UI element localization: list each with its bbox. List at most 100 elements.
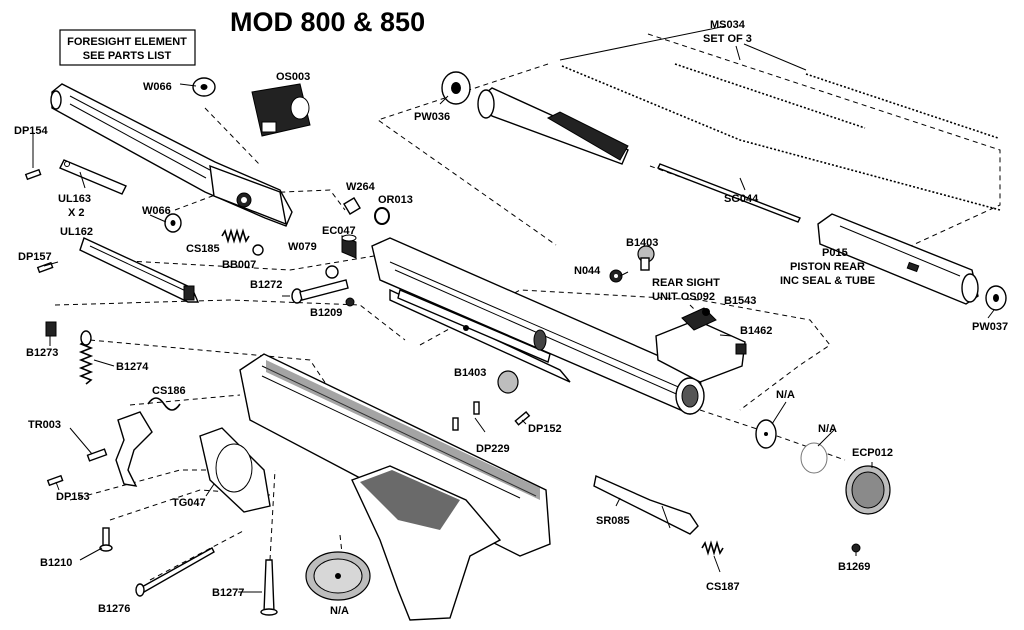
label-b1273: B1273 xyxy=(26,347,58,359)
screw-b1269 xyxy=(851,543,861,553)
label-b1272: B1272 xyxy=(250,279,282,291)
spring-cs186 xyxy=(147,397,181,411)
label-n044: N044 xyxy=(574,265,601,277)
spring-cs185 xyxy=(221,228,250,244)
piston-front xyxy=(477,87,629,165)
label-bb007: BB007 xyxy=(222,259,256,271)
label-w079: W079 xyxy=(288,241,317,253)
label-b1276: B1276 xyxy=(98,603,130,615)
label-dp229: DP229 xyxy=(476,443,510,455)
note-line-2: SEE PARTS LIST xyxy=(83,50,172,62)
label-os003: OS003 xyxy=(276,71,310,83)
label-w264: W264 xyxy=(346,181,376,193)
label-b1274: B1274 xyxy=(116,361,149,373)
label-ul163: UL163 xyxy=(58,193,91,205)
screw-b1209 xyxy=(345,297,355,307)
nut-n044 xyxy=(609,269,623,283)
label-sr085: SR085 xyxy=(596,515,630,527)
disc-na-1 xyxy=(755,419,777,449)
link-ul163 xyxy=(59,159,127,195)
label-or013: OR013 xyxy=(378,194,413,206)
label-na-2: N/A xyxy=(818,423,837,435)
label-set-of-3: SET OF 3 xyxy=(703,33,752,45)
label-b1209: B1209 xyxy=(310,307,342,319)
rod-sg044 xyxy=(657,163,801,223)
disc-na-2 xyxy=(800,442,828,474)
label-na-bottom: N/A xyxy=(330,605,349,617)
screw-b1403-mid xyxy=(497,370,519,394)
screw-b1277 xyxy=(260,559,278,616)
label-ul162: UL162 xyxy=(60,226,93,238)
label-b1403-top: B1403 xyxy=(626,237,658,249)
foresight-os003 xyxy=(251,83,311,137)
label-b1269: B1269 xyxy=(838,561,870,573)
washer-w079 xyxy=(325,265,339,279)
end-cap-ecp012 xyxy=(845,465,891,515)
note-line-1: FORESIGHT ELEMENT xyxy=(67,36,187,48)
label-b1210: B1210 xyxy=(40,557,72,569)
spring-b1274 xyxy=(78,330,94,385)
trigger-guard-tg047 xyxy=(199,427,271,513)
label-x2: X 2 xyxy=(68,207,85,219)
label-inc-seal: INC SEAL & TUBE xyxy=(780,275,875,287)
part-labels: W066 OS003 DP154 UL163 X 2 W066 UL162 CS… xyxy=(14,19,1008,617)
pin-dp153 xyxy=(46,474,64,487)
label-tr003: TR003 xyxy=(28,419,61,431)
cap-ec047 xyxy=(341,234,357,259)
screw-b1273 xyxy=(45,321,57,337)
label-piston-rear: PISTON REAR xyxy=(790,261,865,273)
screw-b1210 xyxy=(99,527,113,552)
label-unit-os092: UNIT OS092 xyxy=(652,291,715,303)
screw-b1403-top xyxy=(637,245,655,271)
label-ecp012: ECP012 xyxy=(852,447,893,459)
label-na-1: N/A xyxy=(776,389,795,401)
label-rear-sight: REAR SIGHT xyxy=(652,277,720,289)
label-pw036: PW036 xyxy=(414,111,450,123)
label-b1403-mid: B1403 xyxy=(454,367,486,379)
label-b1277: B1277 xyxy=(212,587,244,599)
label-tg047: TG047 xyxy=(172,497,206,509)
pin-dp154 xyxy=(24,168,42,181)
label-dp153: DP153 xyxy=(56,491,90,503)
pins-dp229 xyxy=(452,401,480,431)
piston-rear-p015 xyxy=(817,213,979,305)
screw-b1272 xyxy=(291,279,349,304)
label-w066-mid: W066 xyxy=(142,205,171,217)
note-box xyxy=(59,29,196,66)
label-b1462: B1462 xyxy=(740,325,772,337)
label-pw037: PW037 xyxy=(972,321,1008,333)
washer-w066-mid xyxy=(164,213,182,233)
label-p015: P015 xyxy=(822,247,848,259)
barrel xyxy=(50,83,293,227)
leader-lines xyxy=(32,25,995,593)
link-ul162 xyxy=(79,237,200,303)
diagram-title: MOD 800 & 850 xyxy=(230,7,425,37)
label-w066-top: W066 xyxy=(143,81,172,93)
label-dp152: DP152 xyxy=(528,423,562,435)
action-tube xyxy=(371,237,705,415)
label-cs187: CS187 xyxy=(706,581,740,593)
stock-frame xyxy=(239,353,551,621)
trigger-tr003 xyxy=(86,411,153,487)
label-cs186: CS186 xyxy=(152,385,186,397)
label-dp154: DP154 xyxy=(14,125,49,137)
washer-w264 xyxy=(343,197,361,215)
washer-pw037 xyxy=(985,285,1007,311)
oring-or013 xyxy=(374,207,390,225)
label-b1543: B1543 xyxy=(724,295,756,307)
grip-plate-na xyxy=(305,551,371,601)
springs-ms034 xyxy=(561,63,1001,211)
sear-sr085 xyxy=(593,475,699,535)
label-ms034: MS034 xyxy=(710,19,746,31)
label-cs185: CS185 xyxy=(186,243,220,255)
label-dp157: DP157 xyxy=(18,251,52,263)
label-sg044: SG044 xyxy=(724,193,759,205)
label-ec047: EC047 xyxy=(322,225,356,237)
ball-bb007 xyxy=(252,244,264,256)
washer-w066-top xyxy=(192,77,216,97)
screw-b1276 xyxy=(135,547,215,597)
spring-cs187 xyxy=(701,540,724,556)
washer-pw036 xyxy=(441,71,471,105)
